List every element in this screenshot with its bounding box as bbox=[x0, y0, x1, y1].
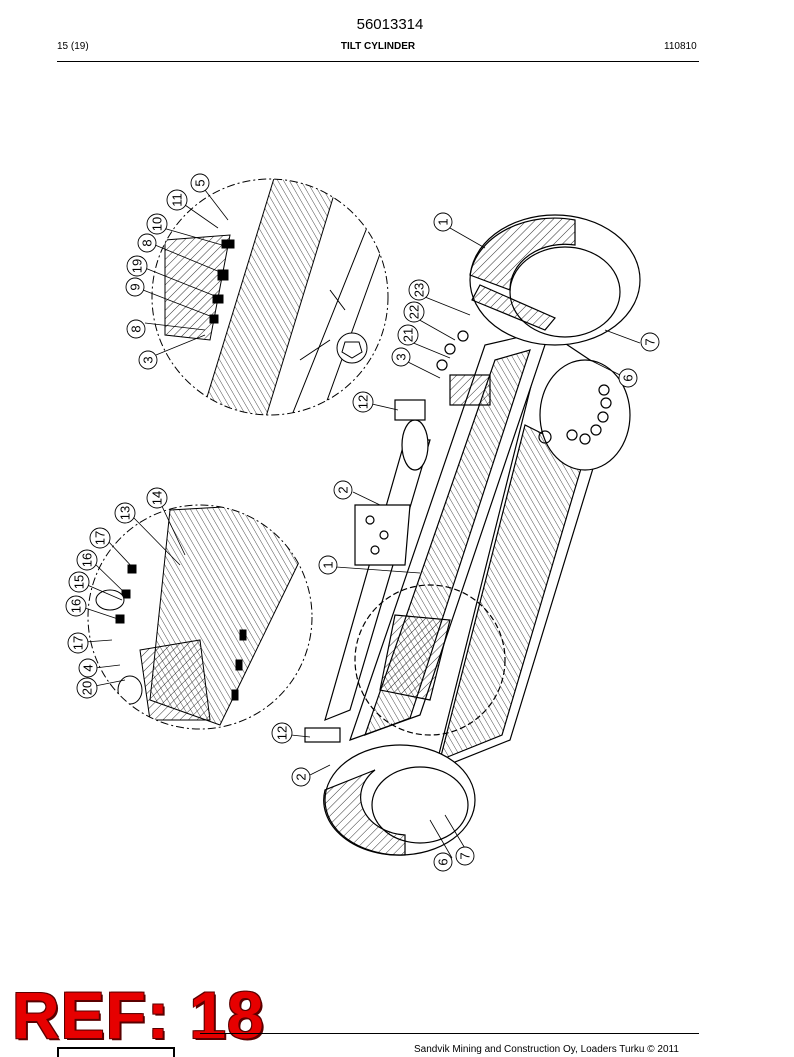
callout-8: 8 bbox=[126, 319, 146, 339]
svg-text:21: 21 bbox=[401, 328, 416, 342]
callout-20: 20 bbox=[76, 677, 98, 699]
svg-text:1: 1 bbox=[436, 218, 451, 225]
svg-text:12: 12 bbox=[275, 726, 290, 740]
callout-3: 3 bbox=[391, 347, 411, 367]
detail-view-piston bbox=[87, 504, 313, 730]
ref-stamp: REF: 18 bbox=[12, 978, 265, 1052]
footer-divider bbox=[200, 1033, 699, 1034]
callout-16: 16 bbox=[65, 595, 87, 617]
svg-text:15: 15 bbox=[72, 575, 87, 589]
page-title: TILT CYLINDER bbox=[340, 41, 416, 52]
svg-text:17: 17 bbox=[71, 636, 86, 650]
copyright-text: Sandvik Mining and Construction Oy, Load… bbox=[414, 1044, 679, 1055]
svg-text:7: 7 bbox=[458, 852, 473, 859]
page-number: 15 (19) bbox=[57, 41, 89, 52]
callout-9: 9 bbox=[125, 277, 145, 297]
svg-text:16: 16 bbox=[80, 553, 95, 567]
svg-text:10: 10 bbox=[150, 217, 165, 231]
svg-text:17: 17 bbox=[93, 531, 108, 545]
callout-14: 14 bbox=[146, 487, 168, 509]
svg-text:8: 8 bbox=[129, 325, 144, 332]
callout-4: 4 bbox=[78, 658, 98, 678]
date-code: 110810 bbox=[664, 41, 697, 52]
svg-text:1: 1 bbox=[321, 561, 336, 568]
svg-text:5: 5 bbox=[193, 179, 208, 186]
svg-text:8: 8 bbox=[140, 239, 155, 246]
callout-21: 21 bbox=[397, 324, 419, 346]
document-number: 56013314 bbox=[356, 16, 424, 33]
svg-text:20: 20 bbox=[80, 681, 95, 695]
svg-text:3: 3 bbox=[394, 353, 409, 360]
callout-7: 7 bbox=[640, 332, 660, 352]
callout-7: 7 bbox=[455, 846, 475, 866]
callout-6: 6 bbox=[433, 852, 453, 872]
svg-text:19: 19 bbox=[130, 259, 145, 273]
callout-12: 12 bbox=[271, 722, 293, 744]
svg-text:7: 7 bbox=[643, 338, 658, 345]
callout-11: 11 bbox=[166, 189, 188, 211]
svg-text:16: 16 bbox=[69, 599, 84, 613]
callout-2: 2 bbox=[333, 480, 353, 500]
svg-text:12: 12 bbox=[356, 395, 371, 409]
callout-16: 16 bbox=[76, 549, 98, 571]
callout-12: 12 bbox=[352, 391, 374, 413]
callout-1: 1 bbox=[318, 555, 338, 575]
callout-23: 23 bbox=[408, 279, 430, 301]
callout-6: 6 bbox=[618, 368, 638, 388]
svg-text:6: 6 bbox=[621, 374, 636, 381]
callout-8: 8 bbox=[137, 233, 157, 253]
svg-text:13: 13 bbox=[118, 506, 133, 520]
callout-labels: 1 23 22 21 3 12 7 6 2 1 12 2 6 7 5 11 10… bbox=[65, 173, 660, 872]
callout-19: 19 bbox=[126, 255, 148, 277]
callout-17: 17 bbox=[67, 632, 89, 654]
header-divider bbox=[57, 61, 699, 62]
main-cylinder-view bbox=[304, 214, 641, 856]
svg-text:3: 3 bbox=[141, 356, 156, 363]
callout-5: 5 bbox=[190, 173, 210, 193]
callout-3: 3 bbox=[138, 350, 158, 370]
svg-text:6: 6 bbox=[436, 858, 451, 865]
svg-text:2: 2 bbox=[294, 773, 309, 780]
svg-text:11: 11 bbox=[170, 193, 185, 207]
callout-1: 1 bbox=[433, 212, 453, 232]
svg-text:2: 2 bbox=[336, 486, 351, 493]
svg-text:4: 4 bbox=[81, 664, 96, 671]
callout-2: 2 bbox=[291, 767, 311, 787]
callout-22: 22 bbox=[403, 301, 425, 323]
svg-text:14: 14 bbox=[150, 491, 165, 505]
detail-view-rod-head bbox=[151, 178, 389, 416]
callout-leaders bbox=[81, 189, 641, 859]
callout-17: 17 bbox=[89, 527, 111, 549]
svg-text:9: 9 bbox=[128, 283, 143, 290]
svg-text:22: 22 bbox=[407, 305, 422, 319]
callout-15: 15 bbox=[68, 571, 90, 593]
brand-logo bbox=[57, 1047, 175, 1057]
svg-text:23: 23 bbox=[412, 283, 427, 297]
callout-13: 13 bbox=[114, 502, 136, 524]
callout-10: 10 bbox=[146, 213, 168, 235]
